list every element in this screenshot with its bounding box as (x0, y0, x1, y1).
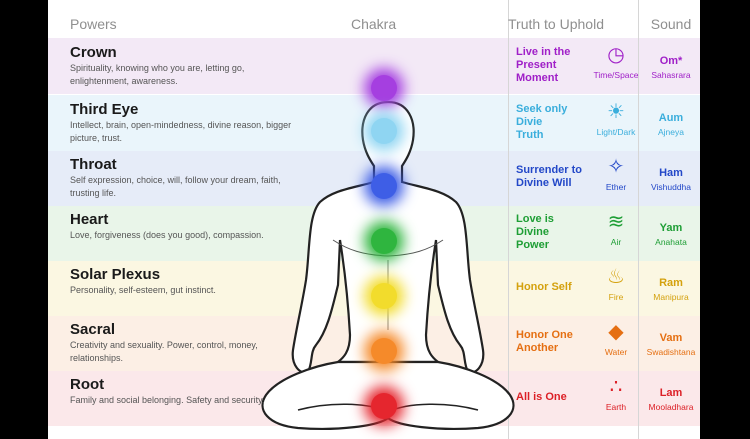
wind-icon: ≋ (607, 211, 625, 233)
ether-figure-icon: ✧ (607, 156, 625, 178)
sound-label: Ram (659, 277, 683, 289)
sound-label: Om* (659, 55, 683, 67)
sanskrit-label: Vishuddha (650, 182, 692, 192)
sanskrit-label: Manipura (653, 292, 689, 302)
truth-line: Divine Will (516, 177, 572, 189)
truth-line: Present (516, 58, 557, 71)
truth-text: All is One (516, 391, 598, 404)
chakra-orb (371, 338, 397, 364)
element-label: Fire (608, 292, 624, 302)
sun-icon: ☀ (607, 101, 625, 123)
earth-dots-icon: ∴ (609, 376, 623, 398)
column-divider (508, 0, 509, 439)
chakra-orb (371, 118, 397, 144)
sound-label: Ham (659, 167, 683, 179)
truth-line: Divine (516, 225, 550, 238)
chakra-description: Spirituality, knowing who you are, letti… (70, 63, 245, 86)
sound-label: Aum (658, 112, 684, 124)
header-chakra: Chakra (351, 16, 397, 32)
element-label: Time/Space (593, 70, 639, 80)
sound-label: Vam (659, 332, 683, 344)
sound-label: Yam (659, 222, 683, 234)
chakra-orb (371, 393, 397, 419)
truth-line: Another (516, 342, 559, 354)
sanskrit-label: Mooladhara (648, 402, 694, 412)
chakra-name: Root (70, 376, 105, 393)
chakra-description: Personality, self-esteem, gut instinct. (70, 285, 216, 295)
sanskrit-label: Swadishtana (646, 347, 696, 357)
chakra-chart: Powers Chakra Truth to Uphold Sound Crow… (48, 0, 700, 439)
clock-moon-icon: ◷ (607, 44, 625, 66)
water-drops-icon: ◆ (608, 321, 624, 343)
element-label: Water (604, 347, 628, 357)
header-truth: Truth to Uphold (508, 16, 604, 32)
truth-text: Honor Self (516, 281, 598, 294)
header-powers: Powers (70, 16, 117, 32)
sound-label: Lam (659, 387, 683, 399)
element-label: Earth (605, 402, 627, 412)
chakra-name: Sacral (70, 321, 116, 338)
truth-line: Honor One (516, 329, 573, 341)
element-label: Light/Dark (596, 127, 636, 137)
sanskrit-label: Anahata (655, 237, 687, 247)
chakra-name: Solar Plexus (70, 266, 161, 283)
element-label: Ether (605, 182, 627, 192)
chakra-description: Creativity and sexuality. Power, control… (70, 340, 258, 363)
truth-line: Divie (516, 115, 543, 128)
truth-line: Moment (516, 71, 559, 84)
header-sound: Sound (650, 16, 692, 32)
chakra-orb (371, 228, 397, 254)
sanskrit-label: Sahasrara (651, 70, 691, 80)
truth-line: Live in the (516, 45, 571, 58)
truth-line: All is One (516, 390, 567, 403)
truth-line: Surrender to (516, 164, 583, 176)
column-divider (638, 0, 639, 439)
truth-line: Seek only (516, 102, 568, 115)
truth-line: Power (516, 238, 550, 251)
chakra-description: Family and social belonging. Safety and … (70, 395, 265, 405)
chakra-orb (371, 283, 397, 309)
chakra-name: Crown (70, 44, 117, 61)
chakra-description: Love, forgiveness (does you good), compa… (70, 230, 264, 240)
truth-line: Truth (516, 128, 544, 141)
sanskrit-label: Ajneya (658, 127, 684, 137)
chakra-description: Self expression, choice, will, follow yo… (70, 175, 281, 198)
chakra-description: Intellect, brain, open-mindedness, divin… (70, 120, 292, 143)
chakra-name: Throat (70, 156, 117, 173)
element-label: Air (610, 237, 622, 247)
chakra-name: Third Eye (70, 101, 139, 118)
flame-icon: ♨ (607, 266, 625, 288)
truth-line: Love is (516, 212, 554, 225)
chakra-orb (371, 173, 397, 199)
chakra-orb (371, 75, 397, 101)
truth-line: Honor Self (516, 280, 572, 293)
chakra-name: Heart (70, 211, 109, 228)
